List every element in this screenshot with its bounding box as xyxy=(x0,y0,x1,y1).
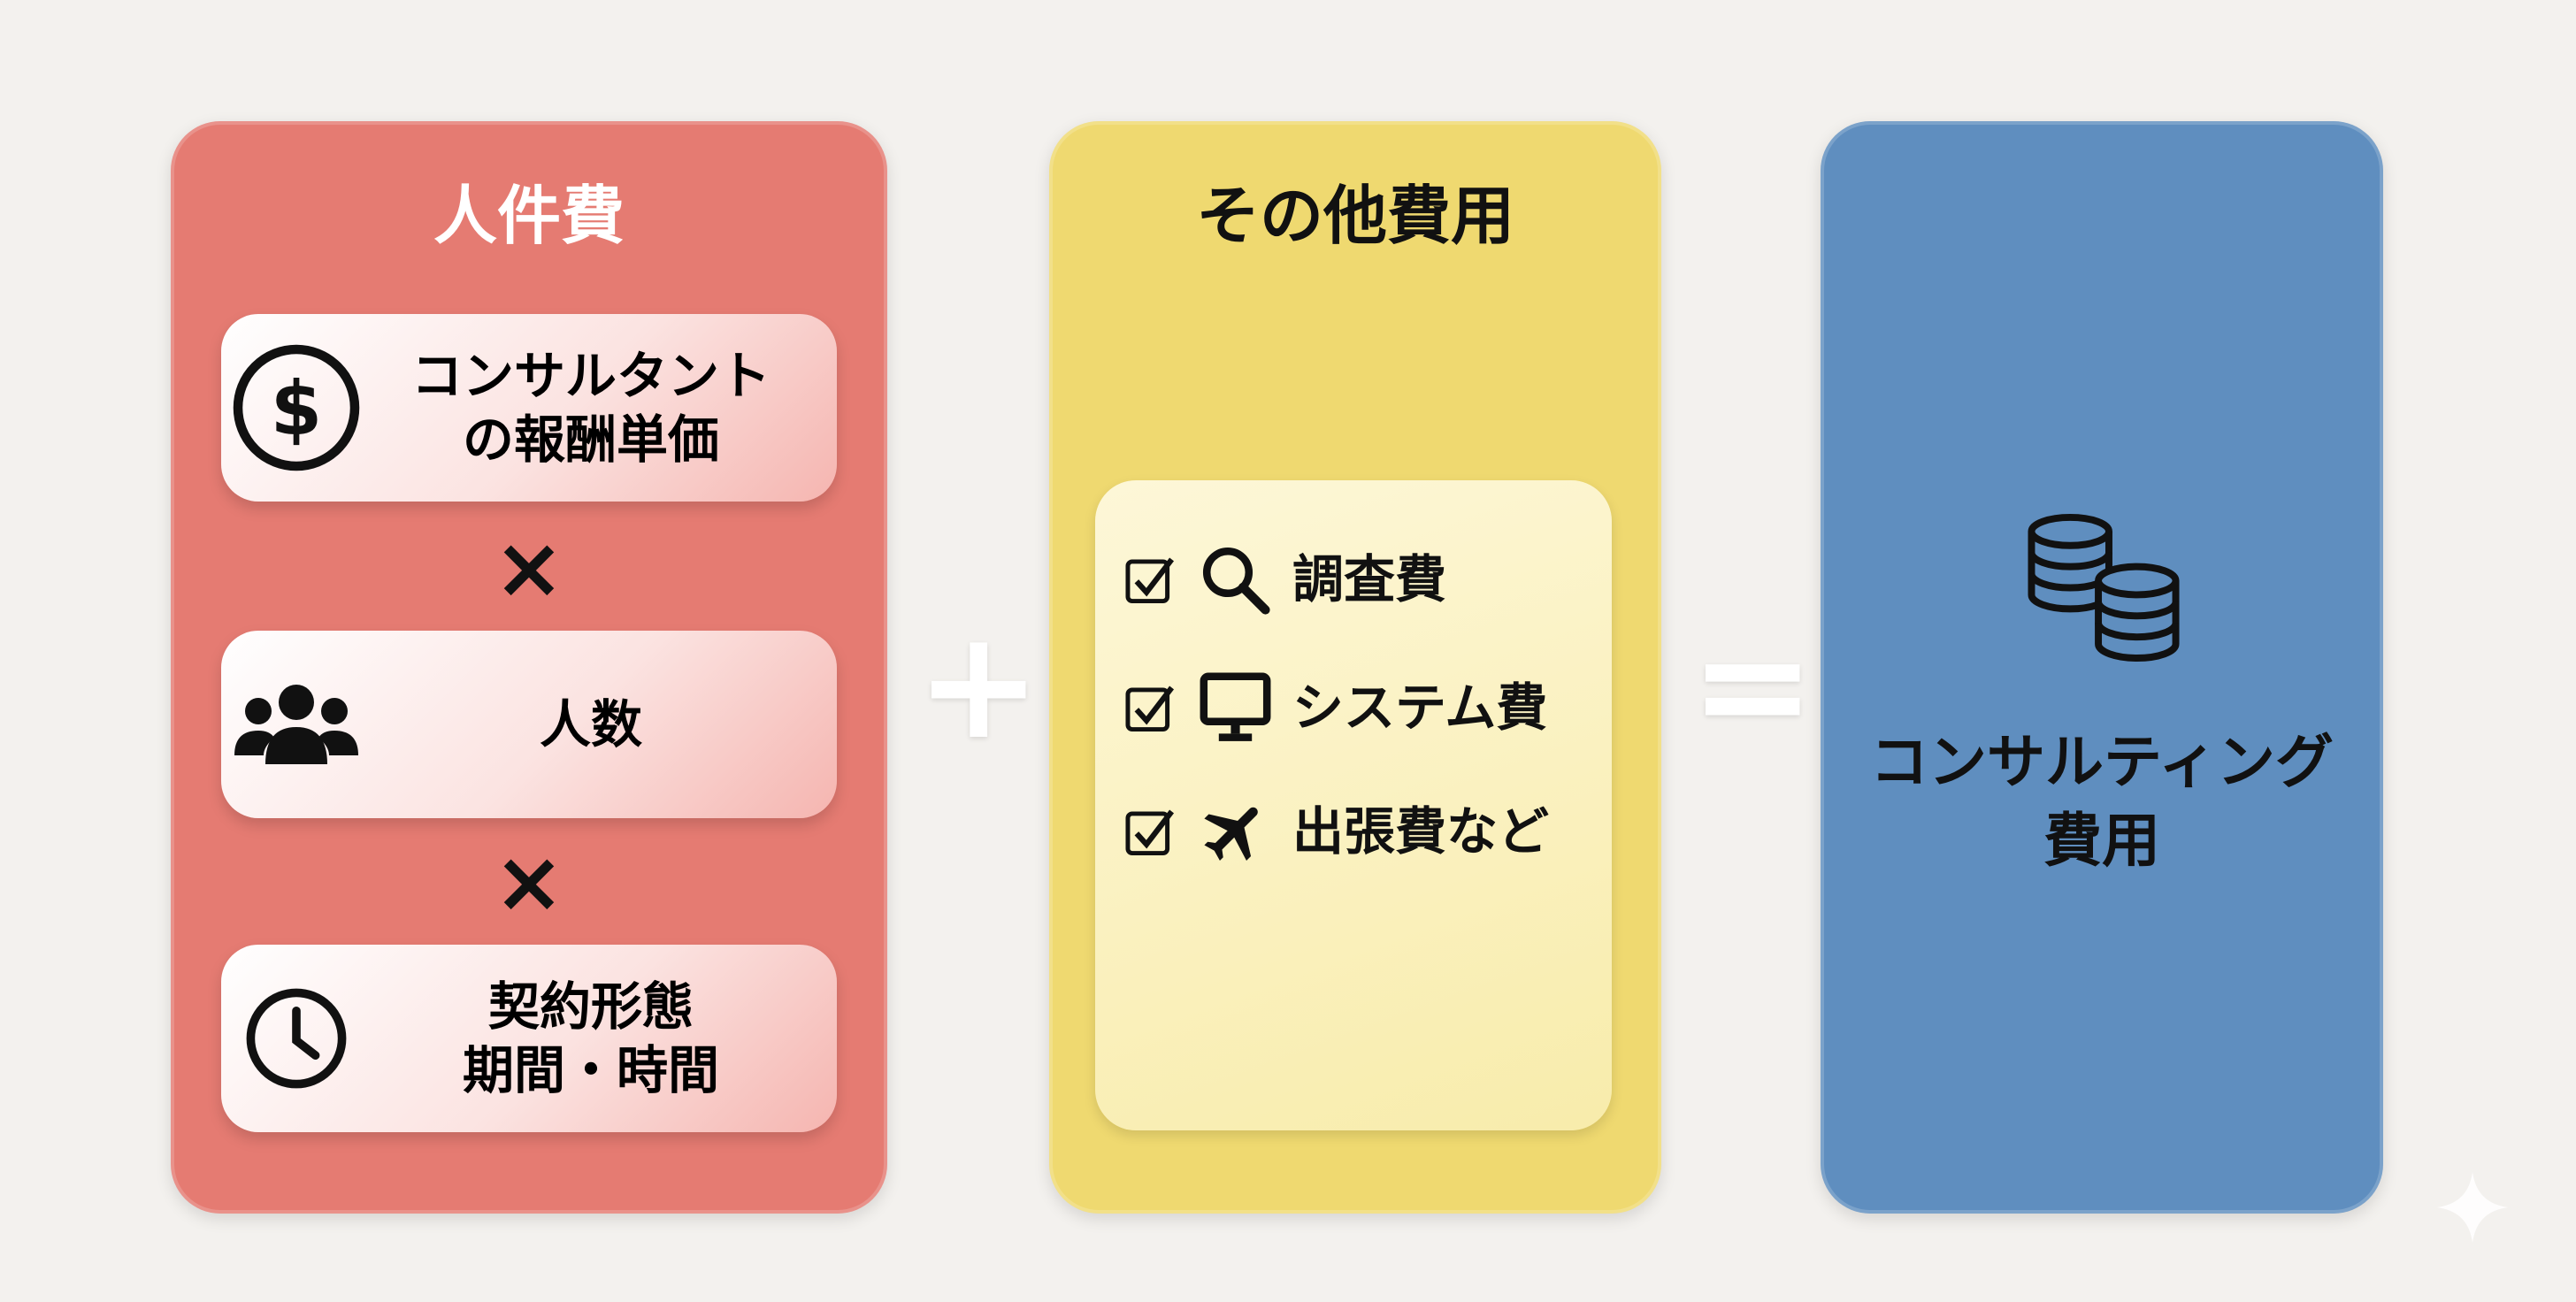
list-item: 出張費など xyxy=(1123,794,1549,869)
consulting-fee-panel: コンサルティング 費用 xyxy=(1821,121,2383,1214)
contract-period-card: 契約形態 期間・時間 xyxy=(221,945,837,1132)
multiply-sign: × xyxy=(493,832,565,931)
svg-text:$: $ xyxy=(271,365,322,452)
clock-icon xyxy=(246,988,347,1089)
travel-cost-label: 出張費など xyxy=(1292,801,1550,862)
list-item: システム費 xyxy=(1123,670,1547,746)
unit-price-label: コンサルタント の報酬単価 xyxy=(410,345,770,471)
monitor-icon xyxy=(1200,672,1271,741)
equals-sign: = xyxy=(1690,598,1816,773)
sparkle-icon xyxy=(2436,1171,2509,1244)
other-cost-panel: その他費用 調査費 システム費 出張費など xyxy=(1049,121,1661,1214)
unit-price-card: $ コンサルタント の報酬単価 xyxy=(221,314,837,502)
headcount-card: 人数 xyxy=(221,631,837,818)
multiply-sign: × xyxy=(493,518,565,617)
plus-sign: + xyxy=(916,598,1042,773)
magnifier-icon xyxy=(1202,547,1270,615)
system-cost-label: システム費 xyxy=(1292,678,1548,738)
checkbox-checked-icon xyxy=(1125,557,1175,603)
other-cost-list: 調査費 システム費 出張費など xyxy=(1095,480,1612,1130)
headcount-label: 人数 xyxy=(539,693,642,754)
other-cost-title: その他費用 xyxy=(1195,179,1514,253)
checkbox-checked-icon xyxy=(1125,685,1175,731)
contract-period-label: 契約形態 期間・時間 xyxy=(462,976,719,1101)
dollar-coin-icon: $ xyxy=(233,344,360,471)
labor-cost-panel: 人件費 $ コンサルタント の報酬単価 × 人数 × 契約形態 期間・時間 xyxy=(171,121,887,1214)
list-item: 調査費 xyxy=(1123,542,1446,617)
people-icon xyxy=(234,685,358,764)
airplane-icon xyxy=(1204,807,1258,862)
labor-cost-title: 人件費 xyxy=(433,179,625,253)
checkbox-checked-icon xyxy=(1125,809,1175,855)
coin-stacks-icon xyxy=(2028,513,2180,662)
consulting-fee-label: コンサルティング 費用 xyxy=(1869,728,2334,876)
survey-cost-label: 調査費 xyxy=(1292,549,1447,609)
